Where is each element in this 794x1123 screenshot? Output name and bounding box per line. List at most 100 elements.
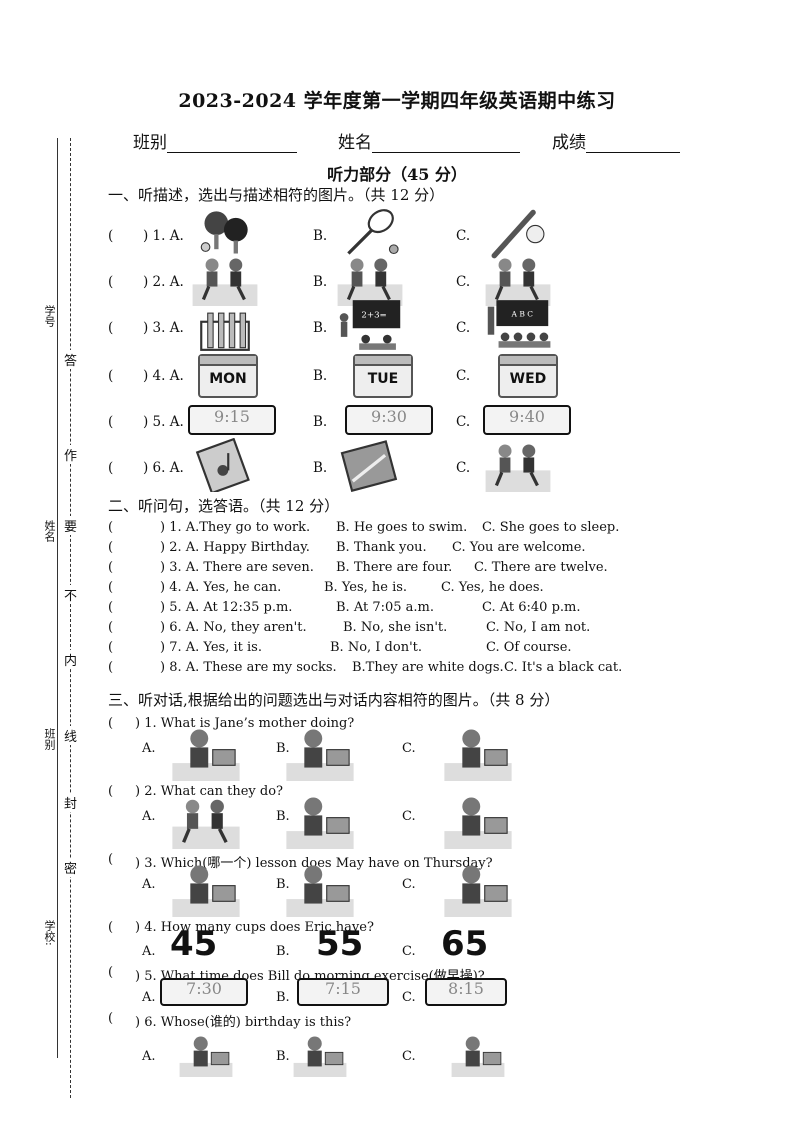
answer-blank[interactable]: ( bbox=[108, 274, 114, 290]
answer-blank[interactable]: ( bbox=[108, 228, 114, 244]
option-a-label: A. bbox=[142, 741, 156, 756]
calendar-day: MON bbox=[209, 371, 247, 387]
class-label: 班别 bbox=[133, 133, 167, 153]
calendar-mon: MON bbox=[198, 354, 258, 398]
answer-blank[interactable]: ( bbox=[108, 368, 114, 384]
answer-blank[interactable]: ( bbox=[108, 1011, 114, 1026]
answer-blank[interactable]: ( bbox=[108, 320, 114, 336]
option-c: C. It's a black cat. bbox=[504, 660, 623, 675]
grandpa-icon bbox=[451, 1036, 505, 1077]
name-field[interactable]: 姓名 bbox=[338, 128, 520, 153]
answer-blank[interactable]: ( bbox=[108, 660, 114, 675]
option-b: B. Thank you. bbox=[336, 540, 427, 555]
option-b-label: B. bbox=[276, 809, 290, 824]
question-number: ) 1. A. bbox=[143, 228, 184, 244]
baseball-bat-icon bbox=[491, 209, 545, 259]
option-a: ) 1. A.They go to work. bbox=[160, 520, 311, 535]
answer-blank[interactable]: ( bbox=[108, 600, 114, 615]
name-label: 姓名 bbox=[338, 133, 372, 153]
section3-heading: 三、听对话,根据给出的问题选出与对话内容相符的图片。（共 8 分） bbox=[108, 691, 560, 709]
ping-pong-paddles-icon bbox=[200, 211, 248, 254]
option-a-label: A. bbox=[142, 877, 156, 892]
option-a-label: A. bbox=[142, 809, 156, 824]
question-text: ) 3. Which(哪一个) lesson does May have on … bbox=[135, 856, 493, 871]
number-45: 45 bbox=[170, 924, 218, 964]
kids-running-icon bbox=[192, 258, 258, 306]
calendar-rings bbox=[500, 356, 556, 366]
binding-line bbox=[70, 138, 72, 1098]
digital-clock: 8:15 bbox=[425, 978, 507, 1006]
ping-pong-icon bbox=[444, 797, 512, 849]
option-c-label: C. bbox=[402, 809, 416, 824]
option-c-label: C. bbox=[402, 944, 416, 959]
answer-blank[interactable]: ( bbox=[108, 920, 114, 935]
option-c: C. You are welcome. bbox=[452, 540, 586, 555]
calendar-day: WED bbox=[509, 371, 547, 387]
option-c-label: C. bbox=[402, 877, 416, 892]
listening-subtitle: 听力部分（45 分） bbox=[327, 165, 467, 184]
tennis-racket-icon bbox=[347, 209, 399, 255]
option-a-label: A. bbox=[142, 1049, 156, 1064]
question-number: ) 6. A. bbox=[143, 460, 184, 476]
option-c-label: C. bbox=[402, 990, 416, 1005]
answer-blank[interactable]: ( bbox=[108, 852, 114, 867]
digital-clock: 9:15 bbox=[188, 405, 276, 435]
option-b-label: B. bbox=[313, 228, 328, 244]
answer-blank[interactable]: ( bbox=[108, 620, 114, 635]
calendar-rings bbox=[355, 356, 411, 366]
seal-word: 线 bbox=[64, 726, 78, 745]
option-c: C. Of course. bbox=[486, 640, 572, 655]
option-b: B. No, I don't. bbox=[330, 640, 423, 655]
answer-blank[interactable]: ( bbox=[108, 784, 114, 799]
answer-blank[interactable]: ( bbox=[108, 520, 114, 535]
section2-heading: 二、听问句，选答语。（共 12 分） bbox=[108, 497, 340, 515]
option-a-label: A. bbox=[142, 944, 156, 959]
option-c: C. There are twelve. bbox=[474, 560, 608, 575]
question-text: ) 4. How many cups does Eric have? bbox=[135, 920, 374, 935]
grandma-icon bbox=[293, 1036, 347, 1077]
option-b-label: B. bbox=[276, 741, 290, 756]
answer-blank[interactable]: ( bbox=[108, 640, 114, 655]
answer-blank[interactable]: ( bbox=[108, 540, 114, 555]
english-class-icon: A B C bbox=[487, 300, 551, 348]
option-a: ) 4. A. Yes, he can. bbox=[160, 580, 282, 595]
option-c-label: C. bbox=[456, 320, 471, 336]
answer-blank[interactable]: ( bbox=[108, 580, 114, 595]
option-b-label: B. bbox=[313, 274, 328, 290]
answer-blank[interactable]: ( bbox=[108, 965, 114, 980]
football-icon bbox=[286, 797, 354, 849]
option-c-label: C. bbox=[456, 460, 471, 476]
option-a: ) 3. A. There are seven. bbox=[160, 560, 314, 575]
seal-word: 答 bbox=[64, 350, 78, 369]
option-c: C. At 6:40 p.m. bbox=[482, 600, 581, 615]
option-b-label: B. bbox=[313, 320, 328, 336]
option-c-label: C. bbox=[402, 1049, 416, 1064]
man-glasses-icon bbox=[179, 1036, 233, 1077]
question-number: ) 3. A. bbox=[143, 320, 184, 336]
answer-blank[interactable]: ( bbox=[108, 414, 114, 430]
music-book-icon bbox=[195, 438, 250, 492]
option-b: B. No, she isn't. bbox=[343, 620, 448, 635]
option-c: C. Yes, he does. bbox=[441, 580, 544, 595]
tv-icon bbox=[444, 729, 512, 781]
answer-blank[interactable]: ( bbox=[108, 716, 114, 731]
option-c: C. No, I am not. bbox=[486, 620, 591, 635]
option-b: B.They are white dogs. bbox=[352, 660, 504, 675]
calendar-day: TUE bbox=[367, 371, 399, 387]
option-b: B. There are four. bbox=[336, 560, 453, 575]
seal-word: 封 bbox=[64, 793, 78, 812]
digital-clock: 9:30 bbox=[345, 405, 433, 435]
option-b-label: B. bbox=[276, 1049, 290, 1064]
number-55: 55 bbox=[316, 924, 364, 964]
answer-blank[interactable]: ( bbox=[108, 560, 114, 575]
calendar-wed: WED bbox=[498, 354, 558, 398]
answer-blank[interactable]: ( bbox=[108, 460, 114, 476]
question-number: ) 5. A. bbox=[143, 414, 184, 430]
option-c-label: C. bbox=[456, 228, 471, 244]
class-field[interactable]: 班别 bbox=[133, 128, 297, 153]
seal-word: 不 bbox=[64, 585, 78, 604]
question-text: ) 2. What can they do? bbox=[135, 784, 284, 799]
kids-running-icon bbox=[172, 799, 240, 849]
question-text: ) 1. What is Jane’s mother doing? bbox=[135, 716, 355, 731]
score-field[interactable]: 成绩 bbox=[552, 128, 680, 153]
